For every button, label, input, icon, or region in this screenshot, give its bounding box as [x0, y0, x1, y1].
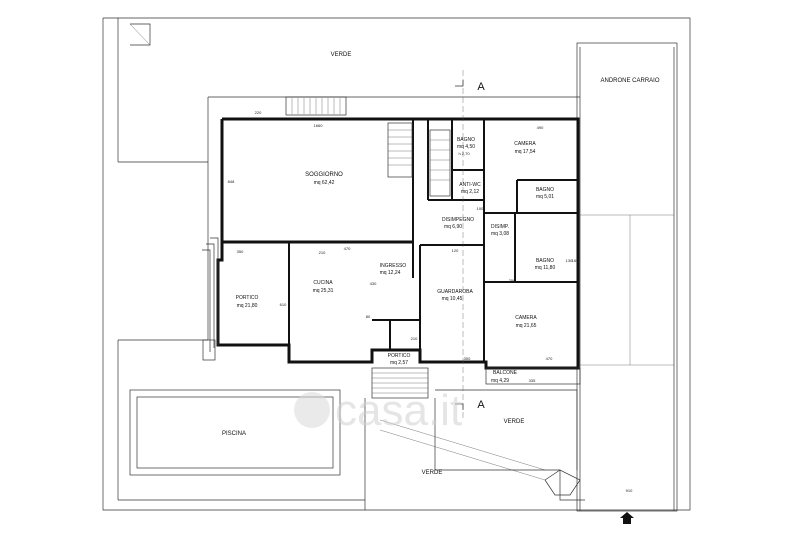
room-name-bagno2: BAGNO: [536, 187, 554, 193]
dimension-label: 120: [452, 248, 459, 253]
room-note-bagno1: h 2,70: [458, 151, 470, 156]
lot-boundary: [102, 17, 691, 511]
room-name-guardaroba: GUARDAROBA: [437, 289, 473, 295]
dimension-label: 350: [237, 249, 244, 254]
dimension-label: 910: [626, 488, 633, 493]
dimension-label: 848: [228, 179, 235, 184]
room-name-portico1: PORTICO: [236, 295, 259, 301]
room-area-disimpegno: mq 6,90: [444, 224, 462, 230]
dimension-label: 335: [529, 378, 536, 383]
dimension-label: 610: [280, 302, 287, 307]
room-area-soggiorno: mq 62,42: [314, 180, 335, 186]
dimension-label: 1660: [314, 123, 324, 128]
dimension-label: 210: [319, 250, 326, 255]
balcone-outline: [485, 367, 581, 385]
room-name-disimpegno: DISIMPEGNO: [442, 217, 474, 223]
pool: [129, 389, 341, 476]
dimension-label: 100: [477, 206, 484, 211]
androne-area: ANDRONE CARRAIO: [576, 42, 678, 512]
room-area-portico2: mq 2,57: [390, 360, 408, 366]
room-name-camera2: CAMERA: [515, 315, 537, 321]
exterior-stair-top: [285, 96, 347, 116]
room-area-bagno2: mq 5,01: [536, 194, 554, 200]
piscina-label: PISCINA: [222, 431, 246, 437]
dimension-label: 220: [255, 110, 262, 115]
room-area-disimp: mq 3,08: [491, 231, 509, 237]
dimension-label: 80: [366, 314, 371, 319]
verde-top-label: VERDE: [331, 52, 352, 58]
room-area-camera2: mq 21,65: [516, 323, 537, 329]
watermark-text: casa.it: [335, 386, 462, 435]
room-area-cucina: mq 25,31: [313, 288, 334, 294]
section-marker-top: A: [477, 81, 485, 93]
dimension-label: 210: [411, 336, 418, 341]
room-name-antiwc: ANTI-WC: [459, 182, 481, 188]
access-arrow-icon: [620, 512, 634, 524]
dimension-label: 130: [566, 258, 573, 263]
room-name-ingresso: INGRESSO: [380, 263, 407, 269]
room-area-ingresso: mq 12,24: [380, 270, 401, 276]
room-area-portico1: mq 21,80: [237, 303, 258, 309]
room-name-balcone: BALCONE: [493, 370, 518, 376]
dimension-label: 300: [464, 356, 471, 361]
dimension-label: 470: [546, 356, 553, 361]
dimension-label: 470: [344, 246, 351, 251]
dimension-label: 160: [572, 258, 579, 263]
androne-label: ANDRONE CARRAIO: [600, 78, 659, 84]
building-walls: [216, 117, 580, 370]
room-area-antiwc: mq 2,12: [461, 189, 479, 195]
room-area-bagno1: mq 4,50: [457, 144, 475, 150]
room-name-disimp: DISIMP.: [491, 224, 509, 230]
room-name-camera1: CAMERA: [514, 141, 536, 147]
room-area-balcone: mq 4,29: [491, 378, 509, 384]
verde-bottom-label: VERDE: [422, 470, 443, 476]
room-name-bagno1: BAGNO: [457, 137, 475, 143]
room-area-camera1: mq 17,54: [515, 149, 536, 155]
room-name-soggiorno: SOGGIORNO: [305, 172, 343, 178]
room-name-portico2: PORTICO: [388, 353, 411, 359]
entrance-stair: [364, 367, 585, 510]
portico-steps: [202, 237, 219, 361]
dimension-label: 430: [370, 281, 377, 286]
dimension-label: 490: [537, 125, 544, 130]
section-marker-bottom: A: [477, 399, 485, 411]
interior-stair: [387, 122, 451, 197]
room-name-cucina: CUCINA: [313, 280, 333, 286]
watermark: casa.it: [294, 386, 462, 435]
room-area-guardaroba: mq 10,45: [442, 296, 463, 302]
room-area-bagno3: mq 11,80: [535, 265, 556, 271]
dimension-label: 250: [509, 278, 516, 283]
garden-right: [435, 389, 578, 470]
room-name-bagno3: BAGNO: [536, 258, 554, 264]
section-line: [455, 70, 464, 420]
verde-right-label: VERDE: [504, 419, 525, 425]
